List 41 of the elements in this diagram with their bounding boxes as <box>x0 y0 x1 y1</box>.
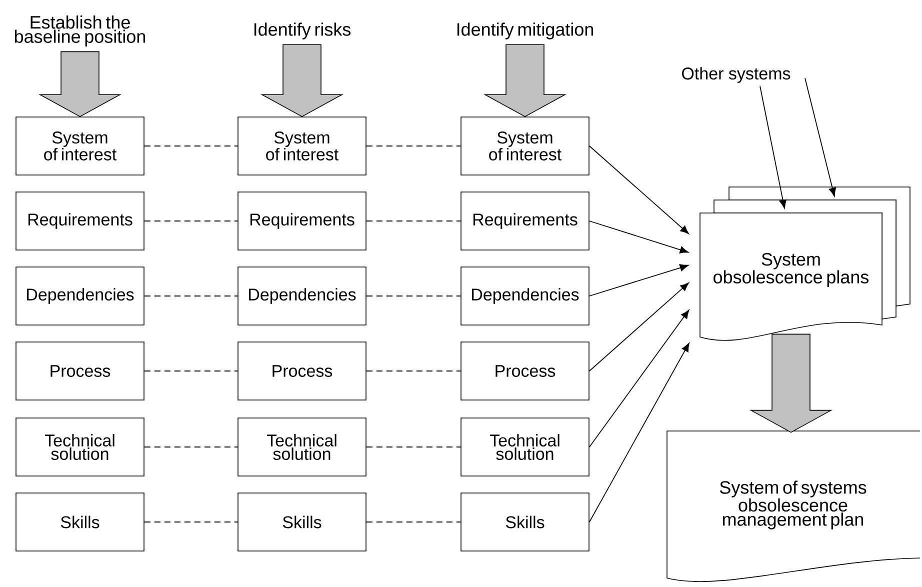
process-box: Technical solution <box>460 418 590 476</box>
step-heading: Identify risks <box>254 22 351 40</box>
step-heading: Identify mitigation <box>457 22 594 40</box>
process-box: Skills <box>16 492 144 552</box>
process-box: Requirements <box>238 192 366 250</box>
arrow <box>588 342 690 522</box>
process-box: Skills <box>460 492 590 552</box>
dashed-line <box>144 220 238 222</box>
process-box: System of interest <box>16 116 144 176</box>
block-arrow <box>483 44 567 118</box>
process-box: System of interest <box>460 116 590 176</box>
process-box: Dependencies <box>460 266 590 326</box>
process-box: Technical solution <box>16 418 144 476</box>
arrow <box>804 78 836 197</box>
process-box: Technical solution <box>238 418 366 476</box>
dashed-line <box>144 370 238 372</box>
block-arrow <box>38 51 122 118</box>
process-box: Dependencies <box>238 266 366 326</box>
process-box: Process <box>238 342 366 400</box>
process-box: Requirements <box>460 192 590 250</box>
document-stack: System obsolescence plans <box>700 186 910 341</box>
step-heading: Establish the baseline position <box>14 16 146 46</box>
dashed-line <box>144 446 238 448</box>
arrow <box>760 86 786 209</box>
dashed-line <box>366 370 462 372</box>
arrow <box>588 310 690 448</box>
process-box: System of interest <box>238 116 366 176</box>
process-box: Skills <box>238 492 366 552</box>
process-box: Requirements <box>16 192 144 250</box>
block-arrow <box>749 334 833 433</box>
arrow <box>588 264 689 296</box>
arrow <box>588 220 689 254</box>
note-text: Other systems <box>682 67 790 83</box>
arrow <box>588 146 689 234</box>
dashed-line <box>366 220 462 222</box>
process-box: Dependencies <box>16 266 144 326</box>
process-box: Process <box>16 342 144 400</box>
process-box: Process <box>460 342 590 400</box>
arrow <box>588 282 689 372</box>
block-arrow <box>260 44 344 118</box>
dashed-line <box>366 446 462 448</box>
